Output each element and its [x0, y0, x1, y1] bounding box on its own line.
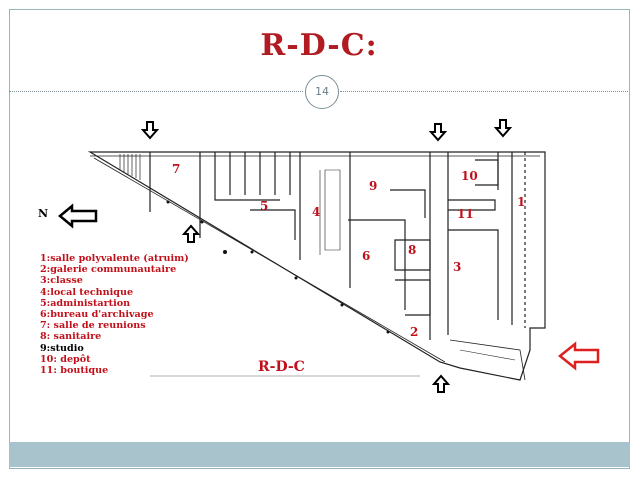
room-label-10: 10: [461, 169, 478, 183]
legend-item: 4:local technique: [40, 286, 134, 298]
north-label: N: [38, 207, 49, 220]
room-legend: 1:salle polyvalente (atruim) 2:galerie c…: [40, 253, 189, 376]
entry-arrows: [140, 119, 513, 393]
plan-caption: R-D-C: [258, 359, 305, 375]
room-label-8: 8: [408, 243, 416, 257]
legend-item: 6:bureau d'archivage: [40, 309, 154, 321]
legend-item: 10: depôt: [40, 353, 91, 365]
slide-title: R-D-C:: [260, 28, 378, 63]
room-label-3: 3: [453, 260, 461, 274]
arrow-down-icon: [428, 123, 448, 142]
room-label-2: 2: [410, 325, 418, 339]
divider-right: [340, 91, 628, 92]
main-entrance-arrow-icon: [557, 341, 600, 371]
outer-wall: [87, 151, 546, 381]
page-number: 14: [305, 75, 339, 109]
legend-item: 8: sanitaire: [40, 331, 102, 343]
legend-item: 7: salle de reunions: [40, 320, 146, 332]
legend-item: 1:salle polyvalente (atruim): [40, 253, 189, 264]
divider-left: [9, 91, 303, 92]
room-label-1: 1: [517, 195, 525, 209]
legend-item: 9:studio: [40, 342, 84, 354]
arrow-up-icon: [181, 224, 201, 243]
room-label-9: 9: [369, 179, 377, 193]
arrow-down-icon: [493, 119, 513, 138]
floor-plan: 7 5 4 9 6 8 10 11 3 1 2: [20, 110, 616, 426]
room-label-7: 7: [172, 162, 180, 176]
legend-item: 5:administartion: [40, 297, 131, 309]
room-label-11: 11: [457, 207, 474, 221]
floor-plan-drawing: 7 5 4 9 6 8 10 11 3 1 2: [58, 119, 600, 393]
legend-item: 2:galerie communautaire: [40, 264, 177, 276]
room-label-4: 4: [312, 205, 320, 219]
room-label-5: 5: [260, 199, 268, 213]
arrow-down-icon: [140, 121, 160, 140]
bottom-bar: [9, 442, 630, 467]
room-label-6: 6: [362, 249, 370, 263]
legend-item: 11: boutique: [40, 365, 109, 377]
north-arrow-icon: [58, 203, 98, 229]
legend-item: 3:classe: [40, 275, 83, 287]
arrow-up-icon: [431, 374, 451, 393]
